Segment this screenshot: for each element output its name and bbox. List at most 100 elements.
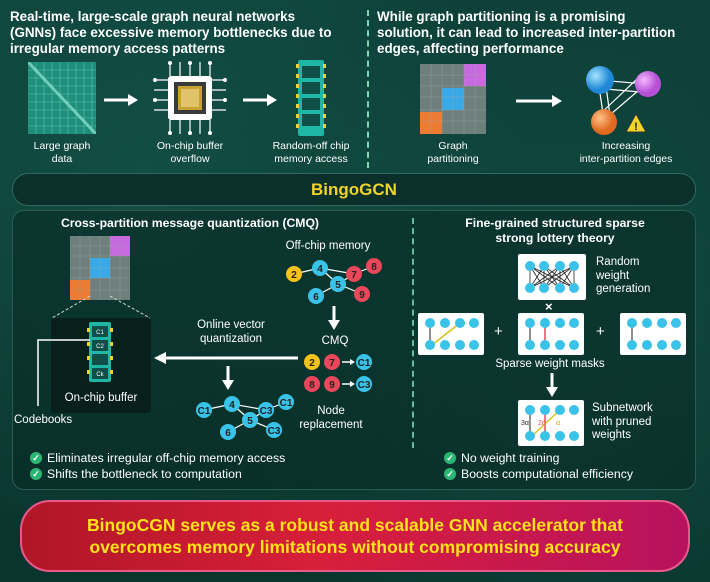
codebooks-label: Codebooks [14, 414, 73, 426]
plus-symbol: + [596, 323, 605, 340]
node-label: 5 [335, 280, 341, 291]
weight-label: 2α [538, 420, 546, 427]
sparse-mask-1 [418, 313, 484, 355]
label-line: quantization [199, 332, 263, 345]
caption-line: memory access [274, 152, 348, 165]
caption-line: On-chip buffer [156, 140, 224, 152]
node-label: 6 [313, 292, 319, 303]
step-partitioning-caption: Graph partitioning [405, 140, 501, 165]
node-label: C3 [358, 380, 371, 391]
partition-heading-line-3: edges, affecting performance [377, 41, 564, 56]
svg-text:C1: C1 [96, 330, 104, 336]
node-label: 8 [371, 262, 377, 273]
step-large-graph-caption: Large graph data [18, 140, 106, 165]
bullet-text: No weight training [461, 451, 560, 465]
node-label: C3 [268, 426, 281, 437]
caption-line: Increasing [601, 140, 651, 152]
caption-line: Random-off chip [272, 140, 350, 152]
cmq-bullet: ✓ Eliminates irregular off-chip memory ac… [30, 451, 285, 465]
node-label: 4 [229, 400, 235, 411]
bingogcn-title: BingoGCN [311, 179, 397, 199]
arrow-down-icon [546, 373, 558, 397]
arrow-left-icon [154, 352, 298, 364]
bullet-text: Eliminates irregular off-chip memory acc… [47, 451, 286, 465]
node-label: C1 [358, 358, 371, 369]
codebooks-pointer [37, 339, 90, 406]
partition-heading: While graph partitioning is a promising … [377, 9, 707, 57]
plus-symbol: + [494, 323, 503, 340]
node-label: C1 [198, 406, 211, 417]
partition-matrix-small-icon [70, 236, 130, 300]
slt-bullet: ✓ No weight training [444, 451, 633, 465]
slt-bullet: ✓Boosts computational efficiency [444, 467, 633, 481]
top-divider [367, 10, 369, 168]
label-line: Online vector [197, 319, 265, 331]
node-label: 7 [329, 358, 335, 369]
label-line: replacement [299, 418, 363, 431]
problem-heading-line-3: irregular memory access patterns [10, 41, 226, 56]
conclusion-banner: BingoCGN serves as a robust and scalable… [20, 500, 690, 572]
multiply-symbol: × [545, 299, 553, 314]
cmq-mapping: 2 7 C1 8 9 C3 [304, 354, 372, 392]
subnetwork-icon: 3α 2α α [518, 400, 584, 446]
bingogcn-title-bar: BingoGCN [12, 173, 696, 206]
memory-module-icon [296, 60, 326, 136]
node-label: 8 [309, 380, 315, 391]
node-label: 9 [359, 290, 365, 301]
partition-heading-line-1: While graph partitioning is a promising [377, 9, 626, 24]
conclusion-line-2: overcomes memory limitations without com… [89, 537, 621, 557]
online-vq-label: Online vector quantization [186, 319, 276, 346]
bullet-text: Shifts the bottleneck to computation [47, 467, 242, 481]
onchip-buffer-label: On-chip buffer [64, 392, 138, 404]
onchip-memory-module-icon: C1 C2 Ck [87, 322, 113, 382]
step-inter-partition-caption: Increasing inter-partition edges [566, 140, 686, 165]
label-line: generation [596, 283, 651, 295]
cmq-bullets: ✓ Eliminates irregular off-chip memory ac… [30, 451, 285, 481]
arrow-right-icon [516, 95, 562, 107]
replaced-graph: C1 4 C3 C1 5 6 C3 [196, 394, 294, 440]
weight-label: α [556, 420, 560, 427]
cmq-label: CMQ [321, 335, 349, 347]
label-line: with pruned [592, 415, 652, 428]
label-line: weights [592, 429, 631, 441]
svg-text:Ck: Ck [96, 372, 104, 378]
node-replacement-label: Node replacement [296, 405, 366, 432]
sparse-mask-3 [620, 313, 686, 355]
caption-line: partitioning [427, 152, 479, 165]
arrow-down-icon [222, 366, 234, 390]
check-icon: ✓ [30, 468, 42, 480]
random-weight-label: Random weight generation [596, 256, 676, 297]
arrow-right-icon [243, 94, 277, 106]
partition-heading-line-2: solution, it can lead to increased inter… [377, 25, 676, 40]
problem-heading-line-1: Real-time, large-scale graph neural netw… [10, 9, 296, 24]
caption-line: Large graph [33, 140, 91, 152]
step-buffer-overflow-caption: On-chip buffer overflow [140, 140, 240, 165]
label-line: Node [317, 405, 345, 417]
problem-heading: Real-time, large-scale graph neural netw… [10, 9, 365, 57]
caption-line: Graph [438, 140, 468, 152]
subnetwork-label: Subnetwork with pruned weights [592, 402, 682, 443]
check-icon: ✓ [444, 452, 456, 464]
partition-spheres-icon: ! [586, 66, 661, 135]
svg-text:!: ! [634, 121, 638, 133]
offchip-memory-label: Off-chip memory [285, 240, 371, 252]
chip-icon [153, 61, 227, 135]
slt-bullets: ✓ No weight training ✓Boosts computationa… [444, 451, 633, 481]
node-label: 9 [329, 380, 335, 391]
arrow-right-icon [104, 94, 138, 106]
slt-title-line: strong lottery theory [495, 231, 615, 245]
label-line: weight [596, 269, 630, 282]
caption-line: overflow [170, 152, 210, 165]
weight-label: 3α [521, 420, 529, 427]
slt-title-line: Fine-grained structured sparse [465, 216, 645, 230]
node-label: C1 [280, 398, 293, 409]
zoom-lines [51, 296, 151, 319]
step-random-access-caption: Random-off chip memory access [258, 140, 364, 165]
sparse-masks-label: Sparse weight masks [495, 358, 605, 370]
caption-line: inter-partition edges [579, 152, 673, 165]
cmq-title: Cross-partition message quantization (CM… [61, 216, 319, 230]
node-label: 5 [247, 416, 253, 427]
check-icon: ✓ [30, 452, 42, 464]
bullet-text: Boosts computational efficiency [461, 467, 634, 481]
sparse-mask-2 [518, 313, 584, 355]
